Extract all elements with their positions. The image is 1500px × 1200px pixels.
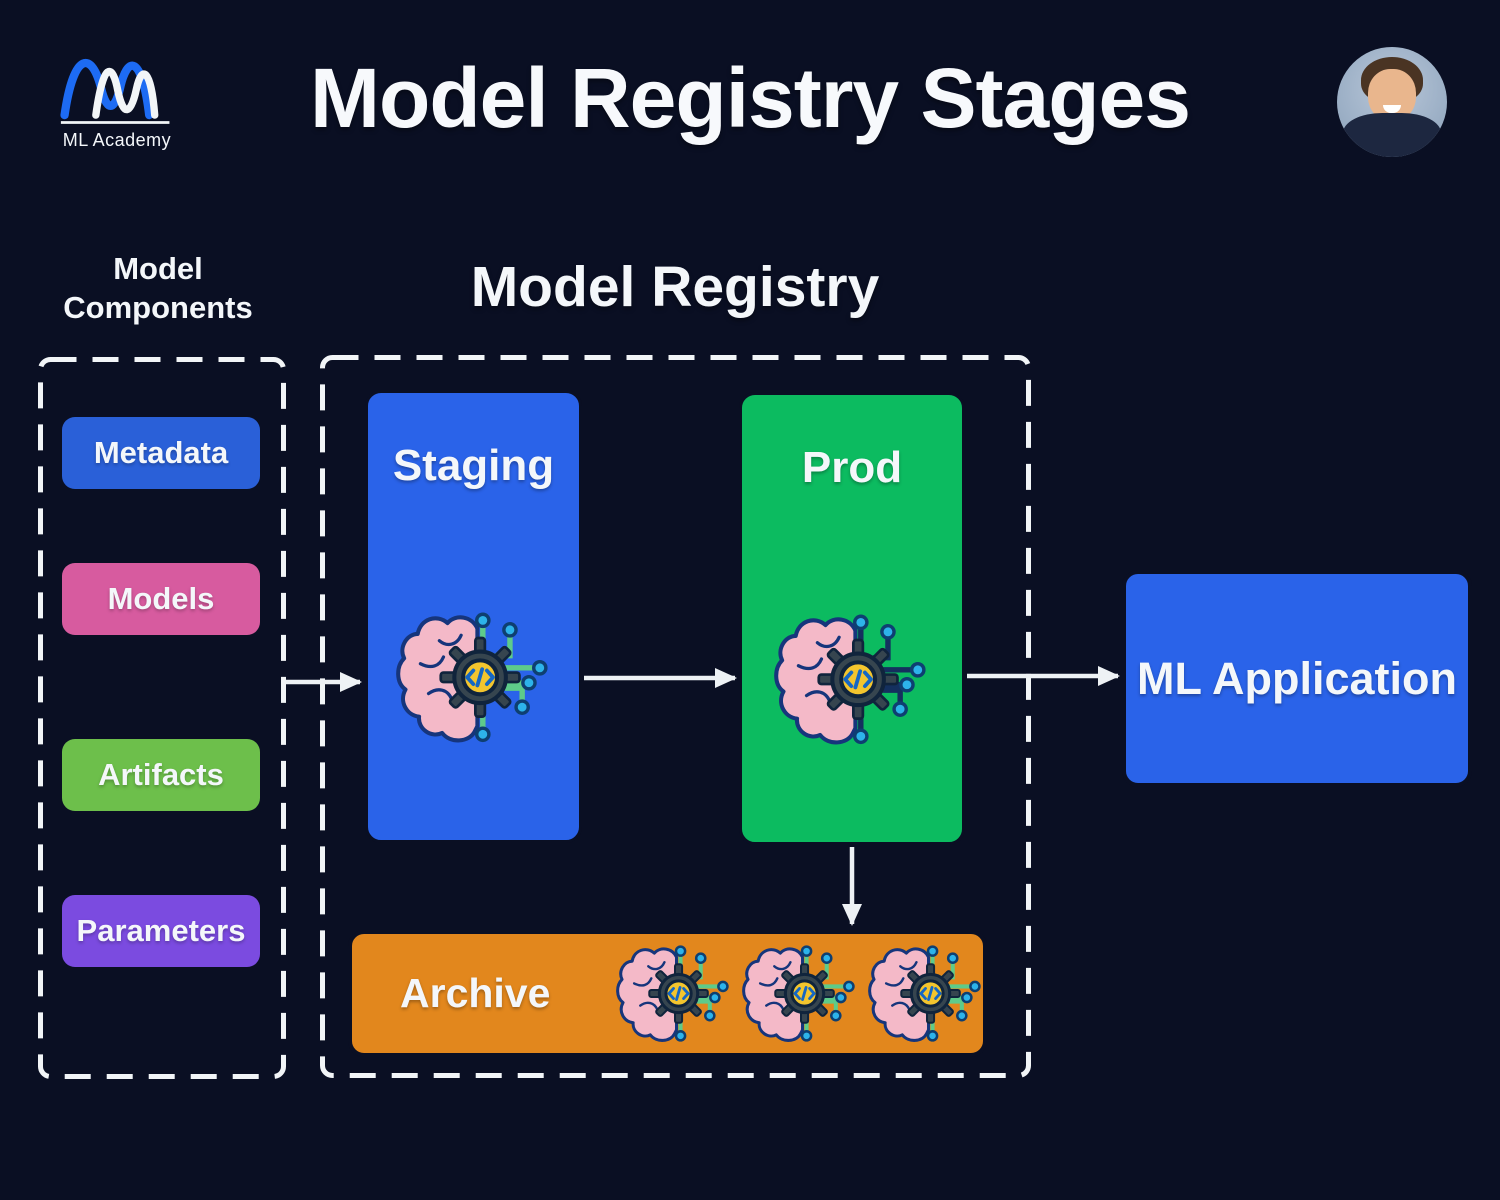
brain-circuit-icon <box>774 607 930 753</box>
stage-box-staging: Staging <box>365 390 582 843</box>
avatar-shirt <box>1343 113 1441 157</box>
avatar-smile <box>1383 105 1401 113</box>
component-pill-artifacts: Artifacts <box>62 739 260 811</box>
archive-bar: Archive <box>348 930 987 1057</box>
component-pill-label: Parameters <box>76 913 246 948</box>
avatar <box>1337 47 1447 157</box>
component-pill-label: Models <box>107 581 215 616</box>
brain-circuit-icon <box>868 940 984 1048</box>
component-pill-parameters: Parameters <box>62 895 260 967</box>
components-panel-heading: Model Components <box>63 251 253 325</box>
registry-heading: Model Registry <box>470 255 880 319</box>
logo-waves-icon <box>60 58 170 124</box>
page-title: Model Registry Stages <box>310 51 1191 145</box>
component-pill-metadata: Metadata <box>62 417 260 489</box>
logo-brand-text: ML Academy <box>62 130 172 150</box>
archive-label: Archive <box>400 970 551 1016</box>
stage-label: Staging <box>392 441 555 490</box>
ml-application-label: ML Application <box>1137 652 1457 704</box>
component-pill-label: Artifacts <box>98 757 224 792</box>
archive-icon-row <box>616 940 984 1048</box>
stage-label: Prod <box>801 443 903 492</box>
brain-circuit-icon <box>616 940 732 1048</box>
component-pill-label: Metadata <box>93 435 229 470</box>
brain-circuit-icon <box>742 940 858 1048</box>
ml-application-box: ML Application <box>1122 570 1472 787</box>
component-pill-models: Models <box>62 563 260 635</box>
stage-box-prod: Prod <box>739 392 965 845</box>
brain-circuit-icon <box>396 605 552 751</box>
ml-academy-logo: ML Academy <box>42 36 192 151</box>
